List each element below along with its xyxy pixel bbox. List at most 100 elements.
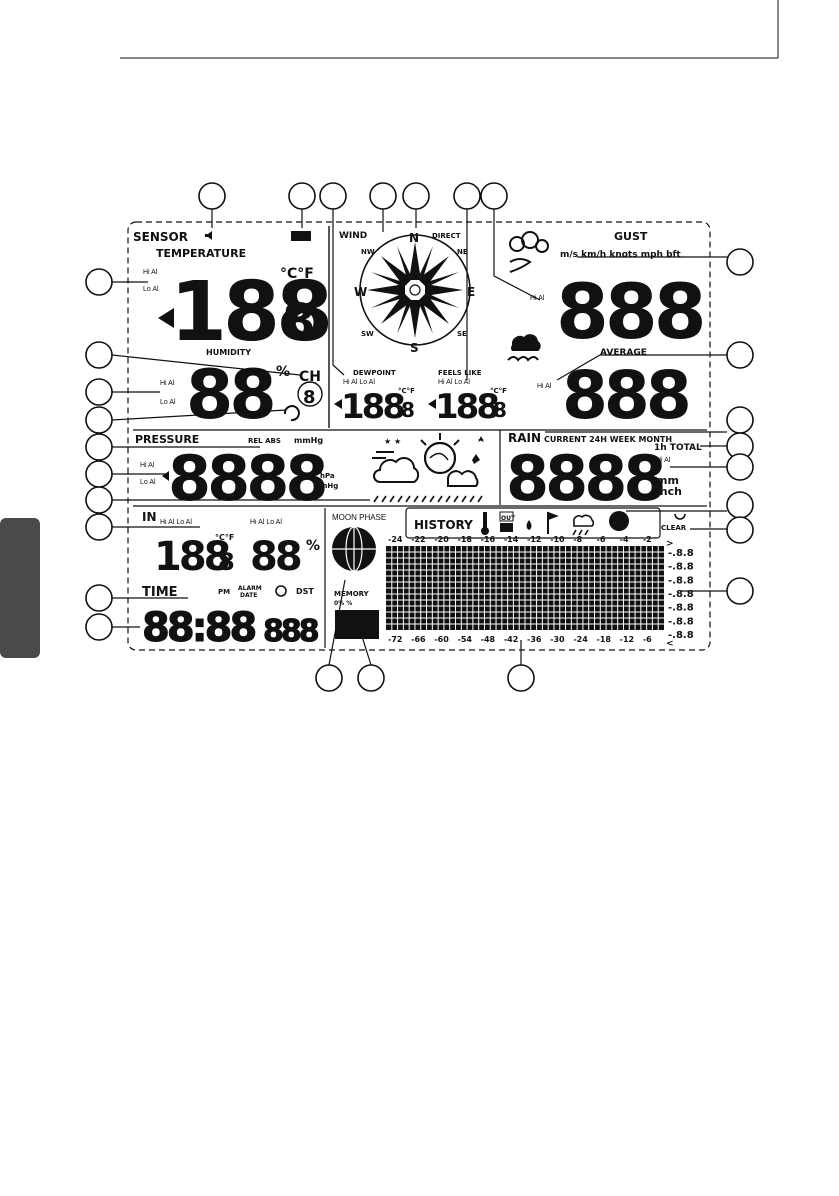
- graph-bottom-tick: -12: [620, 635, 634, 644]
- clear-icon: [674, 513, 686, 520]
- dew-digits: 188: [341, 387, 404, 427]
- graph-bottom-tick: -54: [458, 635, 473, 644]
- cycle-icon: [283, 405, 300, 422]
- graph-bottom-tick: -42: [504, 635, 518, 644]
- graph-top-tick: -8: [573, 535, 582, 544]
- radio-signal-icon: [275, 585, 287, 597]
- callouts: [111, 209, 728, 666]
- graph-top-tick: -4: [620, 535, 629, 544]
- sensor-label: SENSOR: [133, 230, 188, 244]
- moon-icon: [332, 526, 376, 572]
- drop-icon: [526, 520, 532, 530]
- compass-sw: SW: [361, 330, 374, 338]
- temp-arrow-icon: [158, 308, 174, 328]
- in-temp-digits: 188: [154, 534, 230, 580]
- press-lo-label: Lo Al: [140, 479, 156, 486]
- graph-scale-label: -.8.8: [668, 548, 694, 559]
- compass-w: W: [354, 285, 367, 299]
- temperature-label: TEMPERATURE: [156, 247, 246, 260]
- lcd-outline: [127, 221, 711, 651]
- wind-label: WIND: [339, 231, 367, 241]
- ch-label: CH: [299, 369, 321, 385]
- in-small-digit: 8: [218, 548, 235, 576]
- graph-top-tick: -12: [527, 535, 541, 544]
- svg-text:★ ★: ★ ★: [384, 437, 401, 446]
- hum-unit: %: [276, 364, 290, 380]
- speaker-icon: [205, 231, 212, 240]
- graph-top-tick: -2: [643, 535, 652, 544]
- graph-scale-label: -.8.8: [668, 562, 694, 573]
- battery-icon: [291, 231, 311, 241]
- out-box: [499, 511, 514, 522]
- gust-label: GUST: [614, 230, 648, 243]
- in-hum-unit: %: [306, 538, 320, 554]
- hum-hi-label: Hi Al: [160, 380, 175, 387]
- graph-top-axis: -24-22-20-18-16-14-12-10-8-6-4-2: [388, 535, 652, 544]
- compass-se: SE: [457, 330, 467, 338]
- compass-rose: [367, 242, 463, 338]
- average-cloud-icon: [507, 334, 541, 362]
- time-pm: PM: [218, 588, 230, 596]
- graph-bottom-tick: -60: [434, 635, 449, 644]
- graph-down-arrow: <: [666, 639, 674, 649]
- time-dst: DST: [296, 587, 314, 596]
- compass-n: N: [409, 231, 419, 245]
- graph-scale-label: -.8.8: [668, 616, 694, 627]
- pressure-hpa: hPa: [320, 472, 335, 480]
- graph-top-tick: -14: [504, 535, 519, 544]
- humidity-label: HUMIDITY: [206, 348, 251, 357]
- rain-label: RAIN: [508, 431, 541, 445]
- rain-total: 1h TOTAL: [654, 443, 702, 453]
- history-frame: [405, 507, 661, 539]
- press-hi-label: Hi Al: [140, 462, 155, 469]
- feel-small-digit: 8: [493, 398, 507, 422]
- graph-up-arrow: >: [666, 539, 674, 549]
- rain-digits: 8888: [506, 442, 663, 515]
- graph-bottom-tick: -30: [550, 635, 565, 644]
- pressure-inhg: inHg: [320, 482, 338, 490]
- graph-bottom-tick: -18: [597, 635, 612, 644]
- indoor-label: IN: [142, 510, 157, 524]
- pressure-label: PRESSURE: [135, 433, 199, 446]
- in-hum-digits: 88: [250, 534, 301, 580]
- indoor-hilo-2: Hi Al Lo Al: [250, 519, 282, 526]
- graph-scale-label: -.8.8: [668, 603, 694, 614]
- time-digits: 88:88: [142, 605, 255, 651]
- graph-top-tick: -18: [458, 535, 473, 544]
- rain-modes: CURRENT 24H WEEK MONTH: [544, 435, 672, 444]
- feel-digits: 188: [435, 387, 498, 427]
- history-clear: CLEAR: [661, 524, 687, 532]
- feels-like-hilo: Hi Al Lo Al: [438, 379, 470, 386]
- rain-cloud-icon: [572, 514, 595, 536]
- rain-mm: mm: [656, 474, 679, 487]
- dew-unit: °C°F: [398, 387, 415, 395]
- gust-digits: 888: [556, 267, 703, 356]
- memory-bar: [335, 610, 379, 639]
- wind-sock-icon: [547, 511, 559, 534]
- feel-unit: °C°F: [490, 387, 507, 395]
- gust-cloud-icon: [509, 231, 549, 273]
- press-digits: 8888: [168, 442, 325, 515]
- rain-hi-label: Hi Al: [656, 457, 671, 464]
- dewpoint-label: DEWPOINT: [353, 369, 396, 377]
- dew-small-digit: 8: [401, 398, 415, 422]
- hum-lo-label: Lo Al: [160, 399, 176, 406]
- ch-digit: 8: [303, 387, 316, 408]
- graph-top-tick: -6: [597, 535, 606, 544]
- compass-ring: [359, 234, 471, 346]
- graph-top-tick: -16: [481, 535, 496, 544]
- side-tab: [0, 518, 40, 658]
- graph-bottom-tick: -6: [643, 635, 652, 644]
- average-label: AVERAGE: [600, 348, 647, 358]
- memory-label: MEMORY: [334, 590, 370, 598]
- graph-grid: [386, 546, 664, 630]
- moon-phase-label: MOON PHASE: [332, 513, 386, 522]
- graph-top-tick: -10: [550, 535, 565, 544]
- compass-s: S: [410, 341, 419, 355]
- compass-nw: NW: [361, 248, 375, 256]
- thermometer-bulb: [481, 527, 489, 535]
- temp-unit: °C°F: [280, 266, 314, 282]
- in-box: [500, 523, 513, 532]
